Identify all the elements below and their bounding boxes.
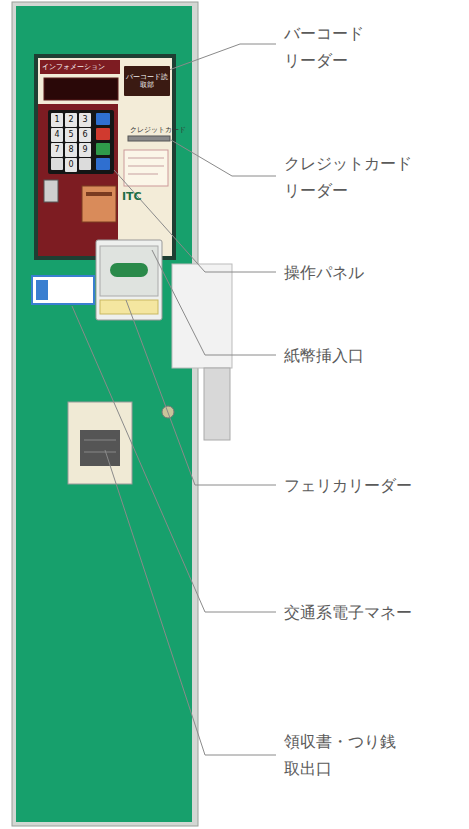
key-digit: 2 bbox=[68, 115, 73, 125]
key-digit: 7 bbox=[54, 145, 59, 155]
callout-label: フェリカリーダー bbox=[284, 472, 464, 499]
keypad-key: 7 bbox=[51, 143, 63, 157]
sticker-mark bbox=[36, 280, 48, 300]
note-card bbox=[124, 150, 168, 186]
leader-line bbox=[171, 140, 276, 176]
function-key bbox=[96, 143, 110, 155]
key-digit: 3 bbox=[82, 115, 87, 125]
window-frame bbox=[34, 54, 176, 260]
card-slot-label: クレジットカード bbox=[130, 126, 174, 135]
outlet-frame bbox=[68, 402, 132, 484]
note-line bbox=[128, 166, 164, 167]
acceptor-base bbox=[204, 368, 230, 440]
bill-acceptor bbox=[172, 264, 232, 368]
callout-label: バーコード リーダー bbox=[284, 20, 380, 74]
callout-label: クレジットカード リーダー bbox=[284, 150, 426, 204]
blank-key bbox=[79, 158, 91, 170]
outlet-opening bbox=[80, 430, 120, 466]
key-digit: 8 bbox=[68, 145, 73, 155]
card-slot bbox=[128, 136, 170, 141]
leader-line bbox=[114, 170, 276, 272]
box-label: バーコード読取部 bbox=[125, 73, 169, 90]
key-digit: 1 bbox=[54, 115, 59, 125]
maker-logo: ITC bbox=[122, 190, 166, 203]
info-display bbox=[44, 78, 118, 100]
blank-key bbox=[51, 158, 63, 170]
reader-face bbox=[100, 246, 158, 296]
coin-slot bbox=[44, 180, 58, 202]
note-line bbox=[128, 158, 164, 159]
key-digit: 0 bbox=[68, 160, 73, 170]
keypad-key: 5 bbox=[65, 128, 77, 142]
info-bar bbox=[40, 60, 120, 74]
key-digit: 5 bbox=[68, 130, 73, 140]
outlet-line bbox=[84, 452, 116, 453]
callout-label: 操作パネル bbox=[284, 259, 464, 286]
note-line bbox=[128, 174, 158, 175]
barcode-reader-box: バーコード読取部 bbox=[124, 66, 170, 96]
printer-slot bbox=[86, 192, 112, 196]
reader-icon bbox=[110, 263, 148, 277]
leader-line bbox=[152, 250, 276, 355]
emoney-sticker bbox=[32, 276, 94, 304]
keypad-key: 9 bbox=[79, 143, 91, 157]
key-digit: 9 bbox=[82, 145, 87, 155]
leader-line bbox=[105, 450, 276, 755]
outlet-line bbox=[84, 440, 116, 441]
panel-heading: インフォメーション bbox=[42, 61, 120, 73]
callout-label: 領収書・つり銭 取出口 bbox=[284, 728, 412, 782]
keypad-key: 2 bbox=[65, 113, 77, 127]
key-digit: 6 bbox=[82, 130, 87, 140]
keypad-key: 8 bbox=[65, 143, 77, 157]
keypad-key: 3 bbox=[79, 113, 91, 127]
function-key bbox=[96, 128, 110, 140]
keypad bbox=[48, 110, 114, 174]
callout-label: 紙幣挿入口 bbox=[284, 342, 464, 369]
function-key bbox=[96, 158, 110, 170]
window-panel bbox=[38, 58, 172, 256]
maroon-panel bbox=[38, 104, 118, 256]
housing-frame bbox=[12, 2, 198, 826]
callout-label: 交通系電子マネー bbox=[284, 599, 464, 626]
function-key bbox=[96, 113, 110, 125]
receipt-printer bbox=[82, 186, 116, 222]
keypad-key: 0 bbox=[65, 158, 77, 172]
keypad-key: 4 bbox=[51, 128, 63, 142]
leader-line bbox=[126, 300, 276, 485]
housing-green bbox=[16, 6, 192, 822]
keypad-key: 1 bbox=[51, 113, 63, 127]
leader-line bbox=[169, 44, 276, 70]
leader-line bbox=[72, 306, 276, 612]
keypad-key: 6 bbox=[79, 128, 91, 142]
key-digit: 4 bbox=[54, 130, 59, 140]
